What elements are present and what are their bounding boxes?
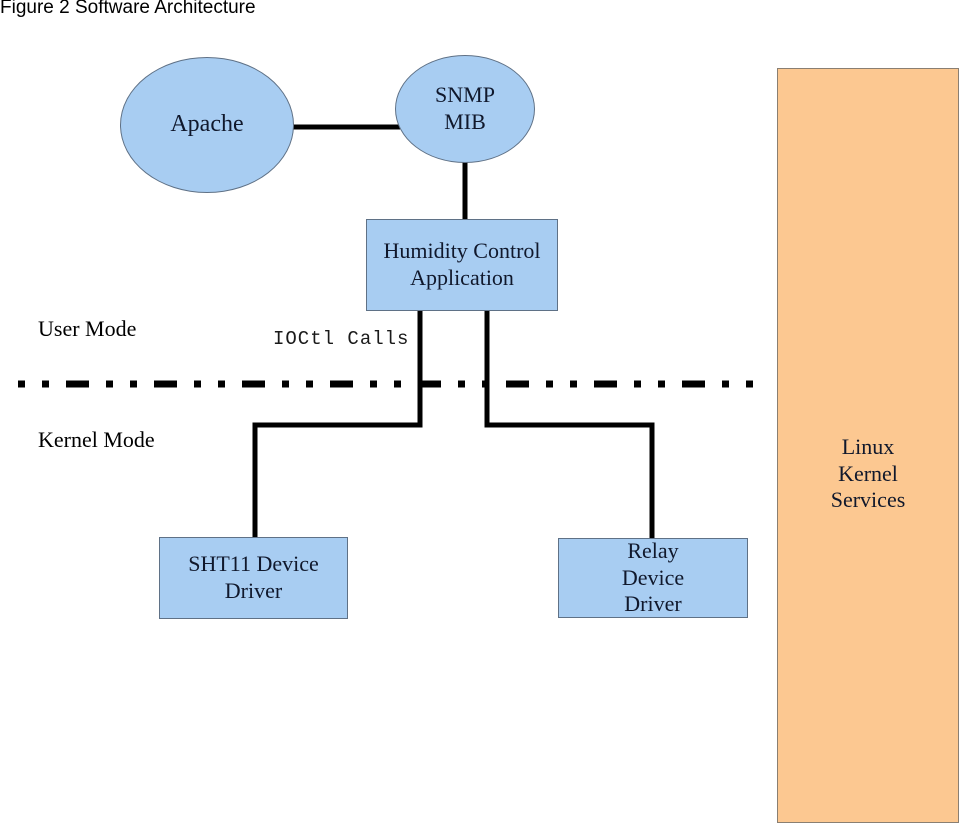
- user-mode-label: User Mode: [38, 316, 137, 341]
- node-apache: Apache: [120, 57, 294, 193]
- node-snmp-mib-label: SNMP MIB: [435, 82, 495, 134]
- node-relay-label: Relay Device Driver: [621, 537, 685, 617]
- node-apache-label: Apache: [170, 111, 244, 138]
- edge-humidity-relay: [484, 309, 655, 538]
- node-relay-device-driver: Relay Device Driver: [558, 538, 748, 618]
- figure-title: Figure 2 Software Architecture: [0, 0, 256, 18]
- panel-linux-kernel-label: Linux Kernel Services: [830, 433, 906, 513]
- node-sht11-device-driver: SHT11 Device Driver: [159, 537, 348, 619]
- edge-humidity-sht11: [252, 309, 423, 537]
- ioctl-calls-label: IOCtl Calls: [273, 328, 410, 350]
- kernel-mode-label: Kernel Mode: [38, 427, 155, 452]
- node-sht11-label: SHT11 Device Driver: [188, 551, 319, 603]
- node-humidity-label: Humidity Control Application: [383, 238, 541, 290]
- node-humidity-control-application: Humidity Control Application: [366, 219, 558, 311]
- panel-linux-kernel-services: Linux Kernel Services: [777, 68, 959, 823]
- node-snmp-mib: SNMP MIB: [395, 55, 535, 163]
